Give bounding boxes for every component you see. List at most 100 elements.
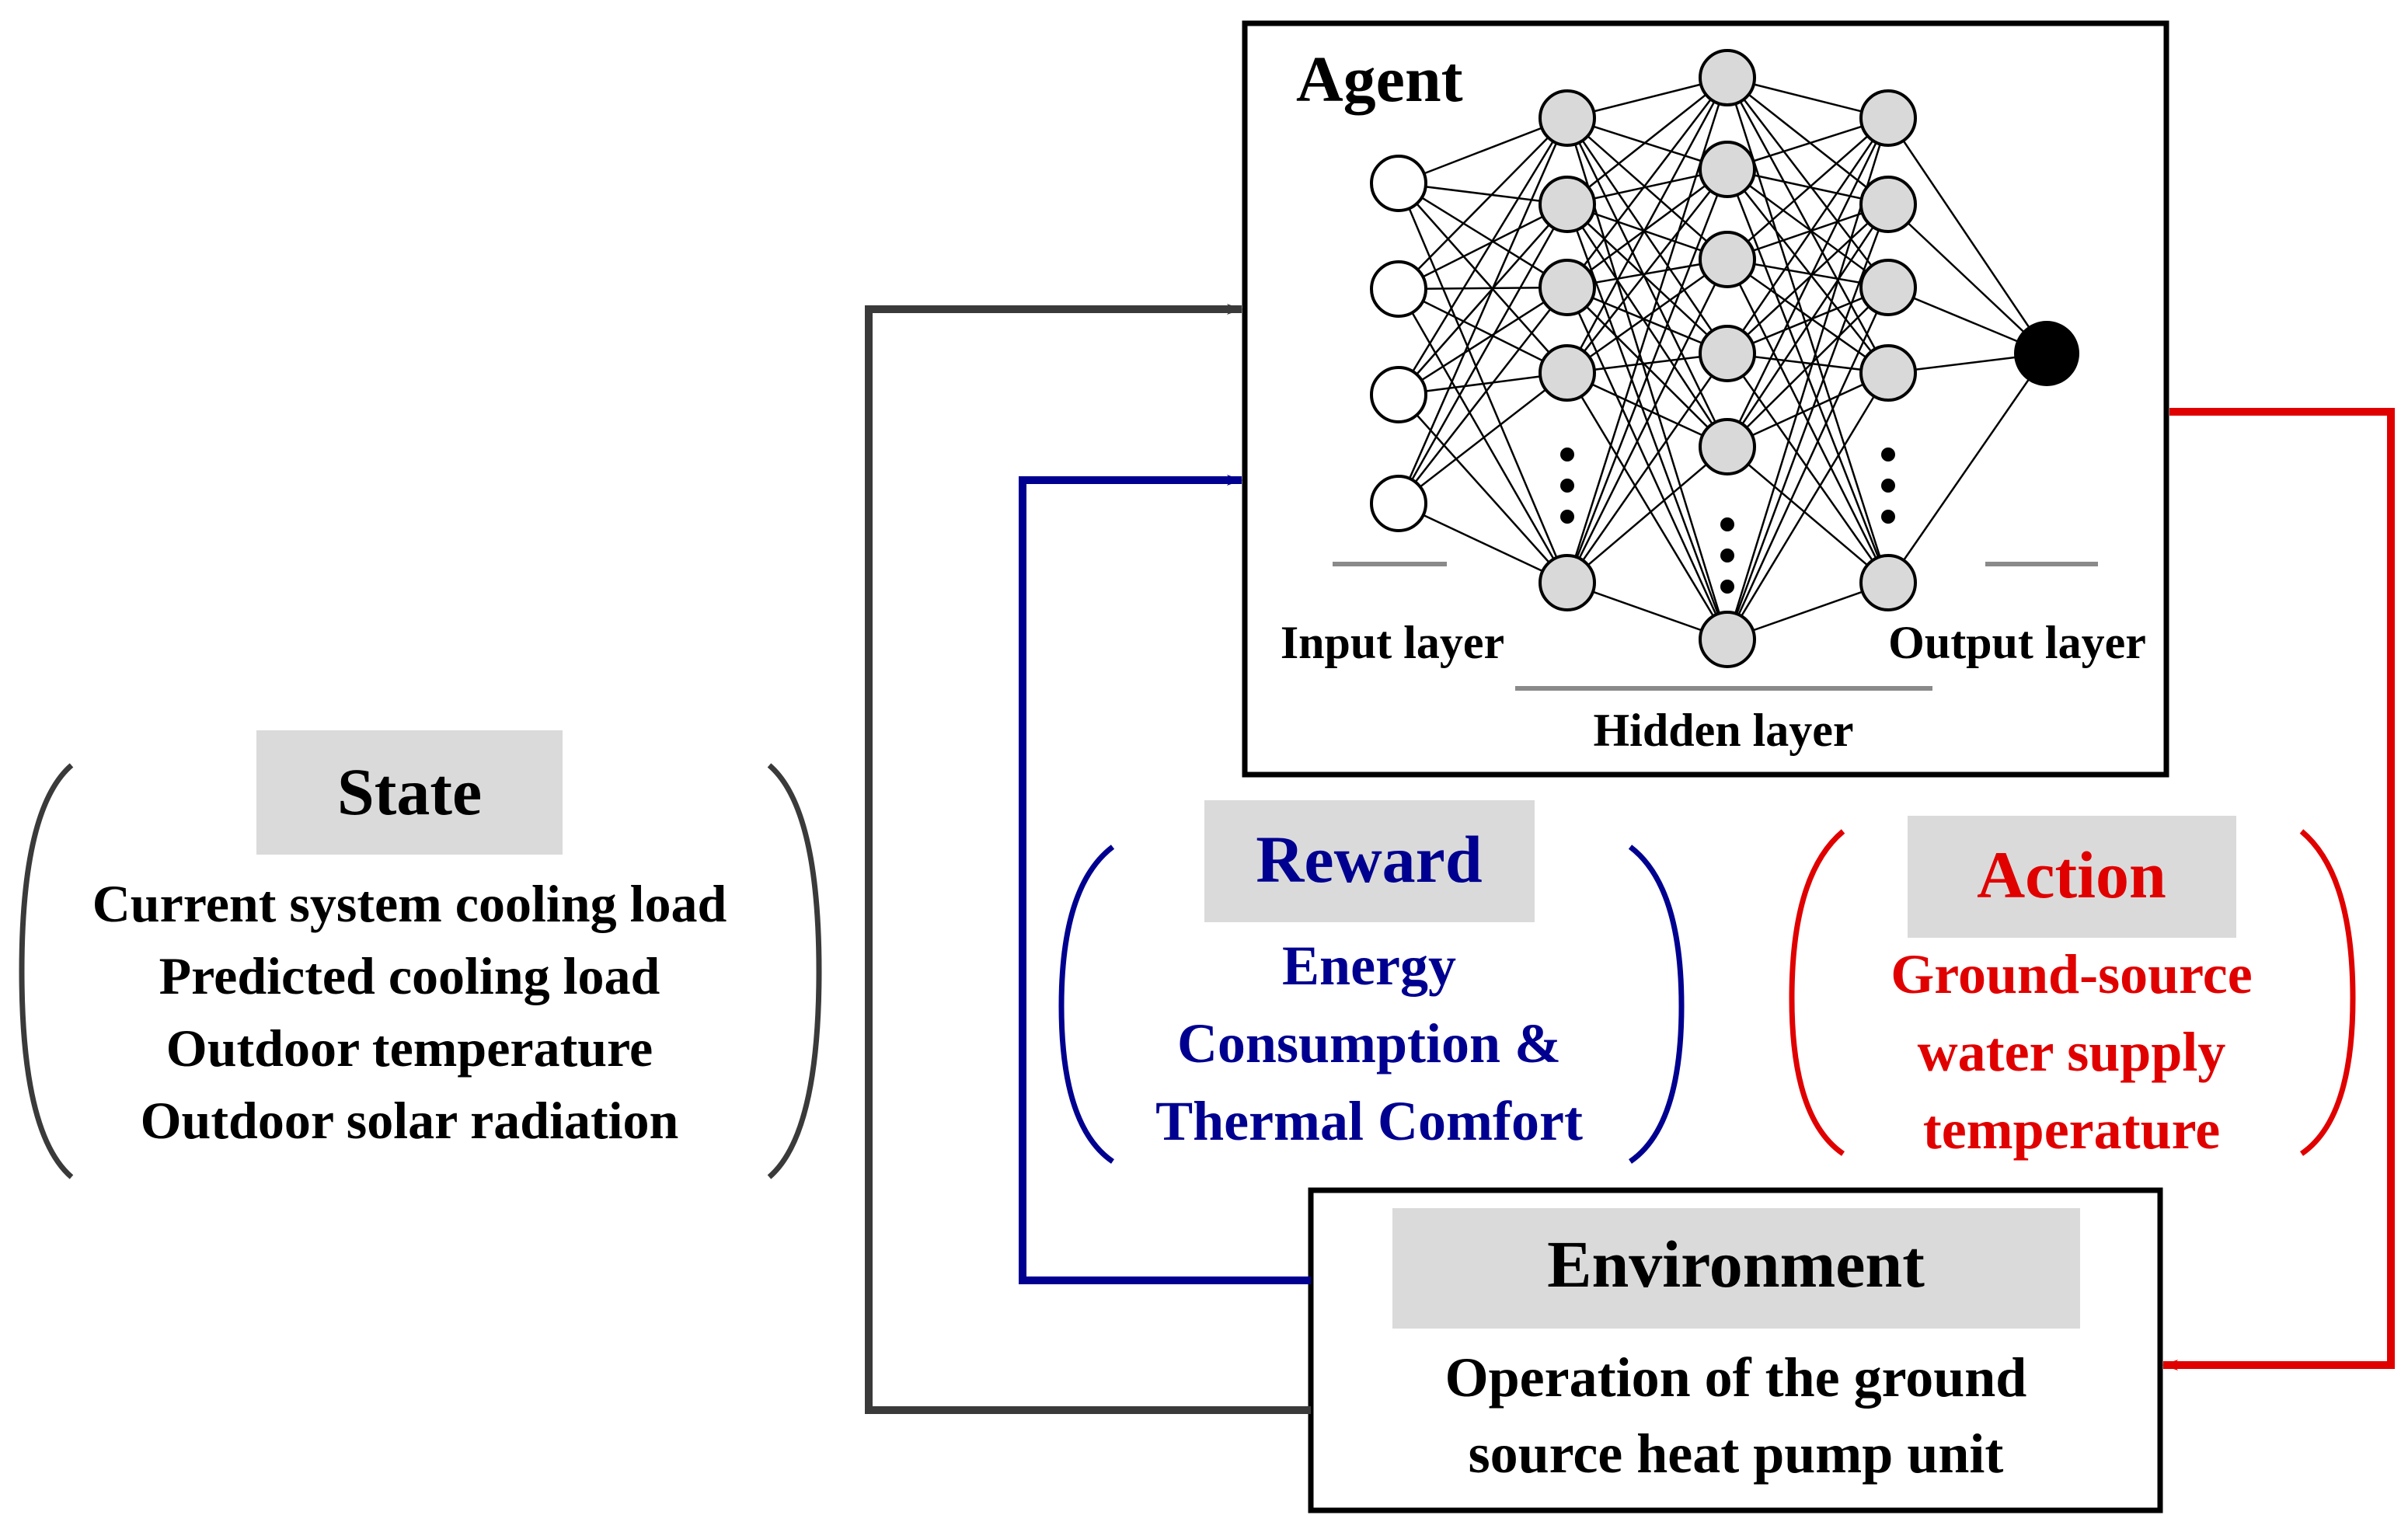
network-connection [1566, 204, 1729, 448]
network-connection [1566, 286, 1728, 355]
action-title: Action [1977, 838, 2166, 912]
hidden-node [1859, 89, 1917, 147]
reward-line-3: Thermal Comfort [1155, 1090, 1583, 1152]
hidden-node [1699, 325, 1756, 382]
state-line-2: Predicted cooling load [159, 946, 660, 1005]
hidden-node [1699, 231, 1756, 288]
network-nodes [1370, 49, 2079, 668]
network-connection [1726, 117, 1890, 448]
network-connection [1398, 204, 1568, 395]
network-connection [1397, 204, 1569, 504]
state-right-bracket [767, 763, 822, 1179]
network-connection [1398, 287, 1568, 374]
network-connection [1726, 287, 1890, 640]
network-connection [1566, 258, 1728, 374]
environment-line-1: Operation of the ground [1445, 1346, 2027, 1409]
reward-label-bg [1204, 800, 1535, 922]
hidden-node [1699, 611, 1756, 668]
state-label-bg [256, 730, 563, 855]
network-connection [1398, 394, 1568, 583]
input-node [1370, 475, 1427, 532]
environment-line-2: source heat pump unit [1469, 1423, 2004, 1485]
network-connection [1727, 371, 1889, 448]
network-connection [1566, 77, 1728, 205]
action-line-3: temperature [1923, 1099, 2221, 1161]
input-node [1370, 260, 1427, 318]
network-connection [1726, 204, 1890, 448]
state-line-3: Outdoor temperature [166, 1019, 653, 1078]
environment-label-bg [1392, 1208, 2080, 1329]
hidden-layer-label: Hidden layer [1593, 705, 1853, 756]
reward-arrow [1019, 475, 1311, 1284]
ellipsis-dot [1560, 448, 1574, 461]
network-connection [1727, 169, 1889, 374]
network-connection [1566, 77, 1729, 374]
input-node [1370, 366, 1427, 423]
state-title: State [337, 754, 482, 829]
state-arrow [865, 304, 1311, 1414]
action-right-bracket [2299, 829, 2356, 1156]
reward-line-1: Energy [1282, 935, 1456, 997]
action-arrow [2162, 408, 2395, 1371]
state-left-bracket [19, 763, 74, 1179]
input-node [1370, 155, 1427, 212]
ellipsis-dot [1881, 448, 1895, 461]
action-left-bracket [1789, 829, 1845, 1156]
network-connection [1727, 117, 1889, 260]
network-connection [1566, 169, 1728, 374]
network-connection [1398, 372, 1568, 504]
action-line-2: water supply [1918, 1021, 2226, 1083]
network-connection [1566, 77, 1728, 288]
network-connection [1566, 204, 1728, 354]
hidden-node [1699, 418, 1756, 475]
output-node [2014, 321, 2079, 386]
ellipsis-dot [1560, 479, 1574, 493]
hidden-node [1539, 89, 1596, 147]
network-connection [1566, 287, 1728, 448]
network-connection [1887, 117, 2048, 354]
ellipsis-dot [1720, 549, 1734, 562]
ellipsis-dot [1881, 510, 1895, 524]
network-connection [1566, 168, 1728, 289]
network-connection [1566, 353, 1729, 583]
network-connection [1398, 117, 1568, 290]
network-connection [1397, 288, 1569, 583]
network-connection [1398, 203, 1568, 291]
output-layer-label: Output layer [1888, 617, 2146, 668]
network-connection [1398, 183, 1568, 374]
network-connection [1566, 259, 1729, 583]
state-line-4: Outdoor solar radiation [141, 1091, 679, 1150]
network-connection [1566, 287, 1729, 640]
network-connection [1398, 287, 1568, 504]
hidden-node [1859, 554, 1917, 611]
network-connection [1398, 182, 1568, 289]
reward-line-2: Consumption & [1177, 1012, 1561, 1074]
network-connection [1726, 372, 1890, 640]
input-layer-label: Input layer [1281, 617, 1504, 668]
ellipsis-dot [1720, 517, 1734, 531]
network-connection [1398, 502, 1568, 584]
hidden-node [1699, 49, 1756, 106]
hidden-node [1859, 176, 1917, 233]
network-connection [1727, 258, 1889, 374]
hidden-node [1859, 259, 1917, 316]
network-connection [1727, 287, 1889, 448]
network-connection [1726, 77, 1890, 374]
hidden-node [1539, 176, 1596, 233]
network-connection [1727, 77, 1889, 288]
network-connection [1727, 446, 1889, 583]
hidden-node [1539, 554, 1596, 611]
hidden-node [1859, 344, 1917, 402]
network-connection [1397, 117, 1569, 395]
network-connection [1397, 117, 1569, 504]
agent-title: Agent [1296, 44, 1463, 116]
environment-title: Environment [1547, 1227, 1925, 1301]
action-label-bg [1908, 816, 2236, 938]
network-connection [1398, 286, 1568, 396]
network-connection [1398, 117, 1568, 185]
reward-title: Reward [1256, 822, 1482, 897]
reward-left-bracket [1058, 845, 1115, 1164]
network-connection [1727, 77, 1889, 205]
ellipsis-dot [1720, 580, 1734, 594]
